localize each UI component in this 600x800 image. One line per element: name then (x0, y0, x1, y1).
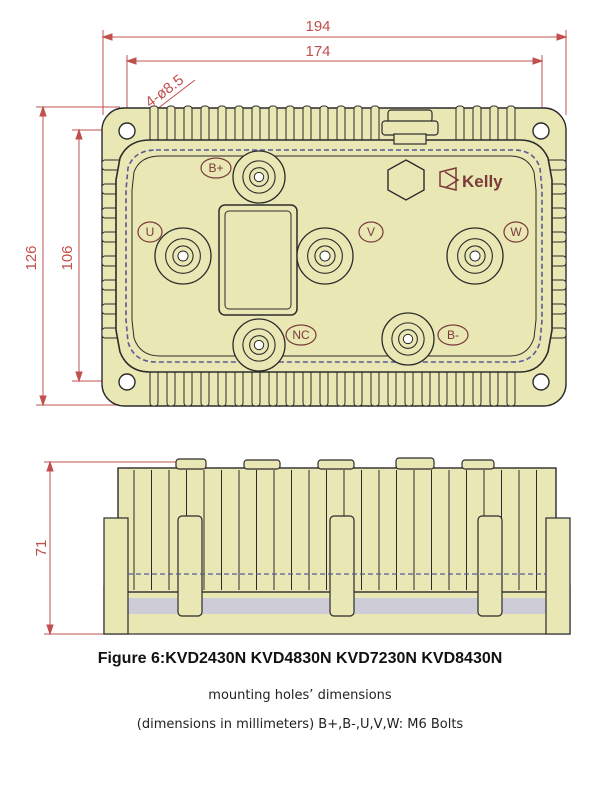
svg-text:W: W (510, 225, 522, 239)
cooling-fin (336, 369, 346, 407)
terminal-v (296, 227, 354, 285)
cooling-fin (455, 369, 465, 407)
cooling-fin (302, 369, 312, 407)
svg-text:U: U (146, 225, 155, 239)
terminal-label-b-minus: B- (437, 324, 469, 346)
cooling-fin (234, 105, 244, 143)
cooling-fin (438, 369, 448, 407)
cooling-fin (489, 369, 499, 407)
cooling-fin (251, 105, 261, 143)
cooling-fin (234, 369, 244, 407)
controller-drawing: 194 174 126 106 4-ø8.5 (23, 18, 571, 636)
cooling-fin (285, 105, 295, 143)
cooling-fin (217, 369, 227, 407)
cooling-fin (472, 105, 482, 143)
mounting-hole-top-left (118, 122, 136, 140)
cooling-fin (200, 105, 210, 143)
cooling-fin (268, 105, 278, 143)
dimension-lines-side (44, 460, 180, 636)
terminal-b-minus (381, 312, 435, 366)
cooling-fin (455, 105, 465, 143)
terminal-label-b-plus: B+ (200, 157, 232, 179)
cooling-fin (404, 369, 414, 407)
cooling-fin (183, 105, 193, 143)
cooling-fin (336, 105, 346, 143)
cooling-fin (251, 369, 261, 407)
kelly-logo: Kelly (439, 167, 503, 191)
dim-width-overall: 194 (305, 18, 330, 35)
terminal-label-u: U (137, 221, 163, 243)
dim-width-holes: 174 (305, 43, 330, 60)
svg-text:B+: B+ (208, 161, 223, 175)
cooling-fin (200, 369, 210, 407)
cooling-fin (370, 105, 380, 143)
cooling-fin (387, 369, 397, 407)
cooling-fin (302, 105, 312, 143)
dim-height-overall: 126 (23, 245, 40, 270)
dim-side-height: 71 (33, 540, 50, 557)
cooling-fin (506, 369, 516, 407)
cooling-fin (370, 369, 380, 407)
terminal-label-w: W (503, 221, 529, 243)
mounting-hole-top-right (532, 122, 550, 140)
cooling-fin (166, 105, 176, 143)
terminal-b-plus (232, 150, 286, 204)
cooling-fin (506, 105, 516, 143)
cooling-fin (166, 369, 176, 407)
kelly-logo-text: Kelly (462, 172, 503, 191)
figure-caption-note: (dimensions in millimeters) B+,B-,U,V,W:… (136, 717, 464, 732)
cooling-fin (489, 105, 499, 143)
cooling-fin (285, 369, 295, 407)
mounting-hole-bottom-right (532, 373, 550, 391)
cooling-fin (217, 105, 227, 143)
svg-text:V: V (367, 225, 375, 239)
dim-height-holes: 106 (59, 245, 76, 270)
figure-caption-title: Figure 6:KVD2430N KVD4830N KVD7230N KVD8… (97, 650, 503, 667)
cooling-fin (183, 369, 193, 407)
cooling-fin (353, 369, 363, 407)
terminal-nc (232, 318, 286, 372)
terminal-label-nc: NC (285, 324, 317, 346)
cooling-fin (149, 369, 159, 407)
svg-text:B-: B- (447, 328, 459, 342)
terminal-w (446, 227, 504, 285)
top-view: Kelly B+ U V W NC B- (101, 105, 567, 407)
terminal-label-v: V (358, 221, 384, 243)
cooling-fin (472, 369, 482, 407)
hex-vent-icon (387, 159, 425, 201)
cooling-fin (319, 369, 329, 407)
cooling-fin (421, 369, 431, 407)
terminal-u (154, 227, 212, 285)
top-connector-nut (381, 109, 439, 145)
mounting-hole-bottom-left (118, 373, 136, 391)
cooling-fin (149, 105, 159, 143)
figure-caption-subtitle: mounting holes’ dimensions (208, 688, 392, 703)
svg-text:NC: NC (292, 328, 310, 342)
side-view: 71 (33, 457, 571, 636)
cooling-fin (319, 105, 329, 143)
cooling-fin (353, 105, 363, 143)
cooling-fin (268, 369, 278, 407)
